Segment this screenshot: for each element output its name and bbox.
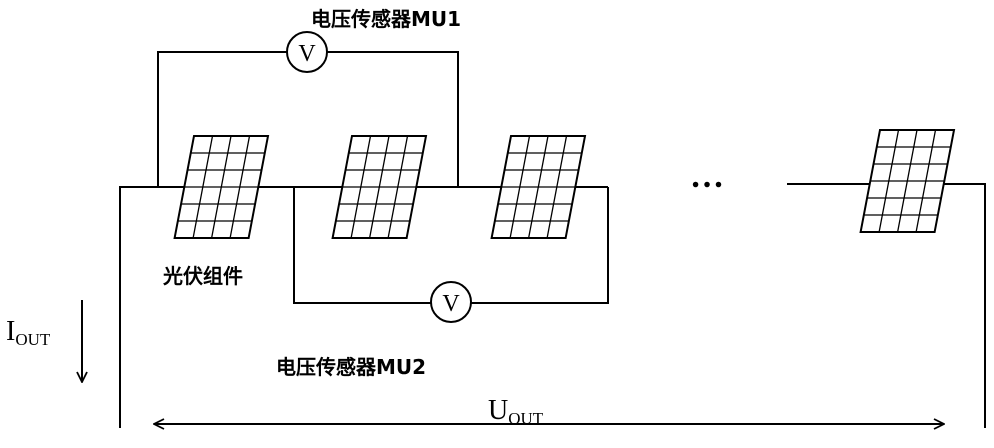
string-wire-right — [787, 183, 986, 428]
output-current-label: IOUT — [6, 318, 50, 354]
svg-text:V: V — [442, 291, 460, 317]
voltmeter-mu2-icon: V — [430, 281, 472, 323]
output-voltage-label: UOUT — [488, 397, 543, 433]
solar-panel-icon — [490, 135, 587, 239]
svg-text:V: V — [298, 41, 316, 67]
sensor-mu2-label: 电压传感器MU2 — [276, 355, 427, 379]
sensor-mu1-label: 电压传感器MU1 — [311, 7, 462, 31]
solar-panel-icon — [173, 135, 270, 239]
solar-panel-icon — [859, 129, 956, 233]
pv-module-label: 光伏组件 — [163, 264, 243, 288]
output-voltage-subscript: OUT — [508, 409, 544, 428]
output-voltage-symbol: U — [488, 395, 509, 426]
ellipsis-label: … — [690, 158, 725, 195]
voltmeter-mu1-icon: V — [286, 31, 328, 73]
solar-panel-icon — [331, 135, 428, 239]
output-current-symbol: I — [6, 316, 16, 347]
string-wire-left — [119, 186, 608, 428]
output-current-subscript: OUT — [15, 330, 51, 349]
